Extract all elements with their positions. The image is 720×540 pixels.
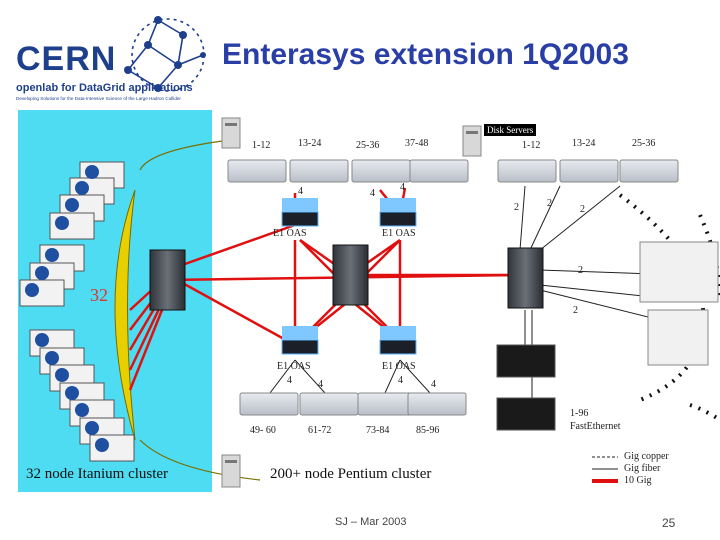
switch-label: E1 OAS (277, 361, 311, 372)
link-count: 4 (318, 379, 323, 390)
logo-name: CERN (16, 40, 117, 78)
legend-tengig: 10 Gig (624, 475, 652, 486)
range-label: 1-12 (252, 140, 271, 151)
link-count: 2 (578, 265, 583, 276)
cern-grid-graphic (124, 16, 206, 92)
range-label: 25-36 (356, 140, 380, 151)
range-label: 37-48 (405, 138, 429, 149)
link-count: 2 (547, 198, 552, 209)
switch-label: E1 OAS (382, 228, 416, 239)
range-label: 73-84 (366, 425, 390, 436)
core-routers (149, 244, 544, 311)
range-label: 1-12 (522, 140, 541, 151)
itanium-cluster-label: 32 node Itanium cluster (26, 466, 169, 482)
legend-copper: Gig copper (624, 451, 669, 462)
link-count: 4 (431, 379, 436, 390)
copper-links (269, 185, 681, 400)
fast-ethernet-range: 1-96 (570, 408, 589, 419)
page-title: Enterasys extension 1Q2003 (222, 38, 629, 71)
range-label: 49- 60 (250, 425, 276, 436)
hp-node-stack (19, 161, 135, 462)
link-count: 4 (287, 375, 292, 386)
hp-logos (25, 165, 109, 452)
logo-subtitle: openlab for DataGrid applications (16, 82, 193, 94)
page-number: 25 (662, 516, 676, 530)
link-count: 2 (573, 305, 578, 316)
link-count: 4 (398, 375, 403, 386)
link-count: 4 (298, 186, 303, 197)
cluster-count: 32 (90, 285, 108, 305)
edge-switches (227, 159, 679, 416)
range-label: 25-36 (632, 138, 656, 149)
footer-text: SJ – Mar 2003 (335, 516, 407, 528)
itanium-uplink-bundle (114, 139, 261, 481)
switch-label: E1 OAS (382, 361, 416, 372)
link-count: 4 (400, 182, 405, 193)
disk-servers-label: Disk Servers (484, 124, 537, 136)
pc-tower (221, 117, 482, 488)
switch-label: E1 OAS (273, 228, 307, 239)
link-count: 2 (514, 202, 519, 213)
range-label: 13-24 (572, 138, 596, 149)
disk-servers (496, 241, 719, 431)
legend-fiber: Gig fiber (624, 463, 661, 474)
e1-oas-switches (281, 198, 417, 355)
range-label: 85-96 (416, 425, 440, 436)
cern-logo: CERN openlab for DataGrid applications D… (8, 10, 208, 105)
red-links (128, 187, 521, 391)
link-count: 4 (370, 188, 375, 199)
range-label: 61-72 (308, 425, 332, 436)
range-label: 13-24 (298, 138, 322, 149)
logo-tagline: Developing Solutions for the Data-Intens… (16, 96, 181, 101)
fast-ethernet-label: FastEthernet (570, 421, 621, 432)
pentium-cluster-label: 200+ node Pentium cluster (270, 466, 432, 482)
legend-lines (592, 456, 618, 483)
link-count: 2 (580, 204, 585, 215)
